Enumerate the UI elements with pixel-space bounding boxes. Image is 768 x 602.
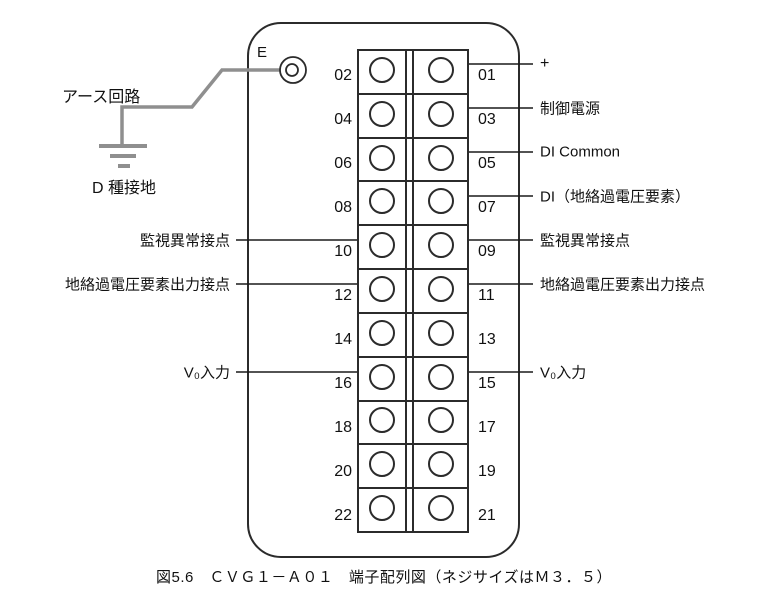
label-v0-input-right: V₀入力: [540, 364, 587, 382]
terminal-screw: [427, 319, 454, 346]
terminal-number: 06: [334, 154, 352, 172]
terminal-number: 03: [478, 110, 496, 128]
terminal-number: 10: [334, 242, 352, 260]
terminal-screw: [427, 56, 454, 83]
terminal-screw: [427, 407, 454, 434]
block-divider: [405, 489, 414, 531]
terminal-row: [359, 311, 467, 356]
terminal-screw: [369, 407, 395, 434]
terminal-number: 01: [478, 66, 496, 84]
terminal-row: [359, 51, 467, 93]
ground-symbol-icon: [99, 144, 147, 168]
label-control-power: 制御電源: [540, 100, 601, 118]
terminal-number: 09: [478, 242, 496, 260]
terminal-number: 20: [334, 462, 352, 480]
terminal-block: [357, 49, 469, 533]
terminal-row: [359, 224, 467, 269]
terminal-screw: [369, 363, 395, 390]
terminal-number: 02: [334, 66, 352, 84]
label-plus: +: [540, 55, 550, 72]
terminal-row: [359, 487, 467, 531]
terminal-screw: [427, 363, 454, 390]
terminal-row: [359, 355, 467, 400]
terminal-number: 16: [334, 374, 352, 392]
terminal-screw: [427, 144, 454, 171]
terminal-screw: [369, 100, 395, 127]
block-divider: [405, 94, 414, 137]
label-monitor-alarm-contact-right: 監視異常接点: [540, 232, 631, 250]
terminal-screw: [369, 275, 395, 302]
terminal-number: 11: [478, 286, 495, 304]
figure-caption: 図5.6 ＣＶＧ１－Ａ０１ 端子配列図（ネジサイズはＭ３．５）: [156, 569, 612, 586]
label-ground-overvoltage-output-left: 地絡過電圧要素出力接点: [64, 276, 230, 294]
terminal-screw: [427, 495, 454, 522]
device-outline: [247, 22, 520, 558]
terminal-numbers-left: 02 04 06 08 10 12 14 16 18 20 22: [304, 49, 352, 533]
terminal-screw: [369, 451, 395, 478]
terminal-screw: [369, 495, 395, 522]
block-divider: [405, 138, 414, 181]
block-divider: [405, 182, 414, 225]
terminal-number: 07: [478, 198, 496, 216]
terminal-screw: [427, 188, 454, 215]
block-divider: [405, 445, 414, 488]
e-terminal-label: E: [257, 44, 268, 61]
terminal-screw: [427, 275, 454, 302]
terminal-row: [359, 443, 467, 488]
block-divider: [405, 51, 414, 93]
terminal-number: 13: [478, 330, 496, 348]
terminal-screw: [427, 451, 454, 478]
terminal-number: 14: [334, 330, 352, 348]
label-v0-input-left: V₀入力: [183, 364, 230, 382]
terminal-row: [359, 136, 467, 181]
terminal-screw: [427, 100, 454, 127]
label-di-common: DI Common: [540, 143, 621, 161]
terminal-screw: [369, 188, 395, 215]
terminal-number: 08: [334, 198, 352, 216]
terminal-numbers-right: 01 03 05 07 09 11 13 15 17 19 21: [478, 49, 526, 533]
terminal-screw: [369, 232, 395, 259]
block-divider: [405, 401, 414, 444]
label-monitor-alarm-contact-left: 監視異常接点: [139, 232, 230, 250]
type-d-ground-label: D 種接地: [92, 180, 157, 197]
terminal-number: 04: [334, 110, 352, 128]
terminal-screw: [369, 319, 395, 346]
terminal-row: [359, 399, 467, 444]
block-divider: [405, 226, 414, 269]
block-divider: [405, 270, 414, 312]
terminal-number: 17: [478, 418, 496, 436]
terminal-number: 15: [478, 374, 496, 392]
earth-circuit-label: アース回路: [62, 89, 141, 106]
label-ground-overvoltage-output-right: 地絡過電圧要素出力接点: [540, 276, 706, 294]
terminal-number: 18: [334, 418, 352, 436]
terminal-number: 19: [478, 462, 496, 480]
terminal-screw: [427, 232, 454, 259]
terminal-number: 22: [334, 506, 352, 524]
block-divider: [405, 313, 414, 356]
terminal-row: [359, 268, 467, 312]
terminal-number: 05: [478, 154, 496, 172]
terminal-screw: [369, 56, 395, 83]
terminal-number: 21: [478, 506, 496, 524]
terminal-row: [359, 180, 467, 225]
terminal-row: [359, 92, 467, 137]
terminal-number: 12: [334, 286, 352, 304]
terminal-screw: [369, 144, 395, 171]
block-divider: [405, 357, 414, 400]
label-di-ground-overvoltage: DI（地絡過電圧要素）: [540, 188, 691, 206]
